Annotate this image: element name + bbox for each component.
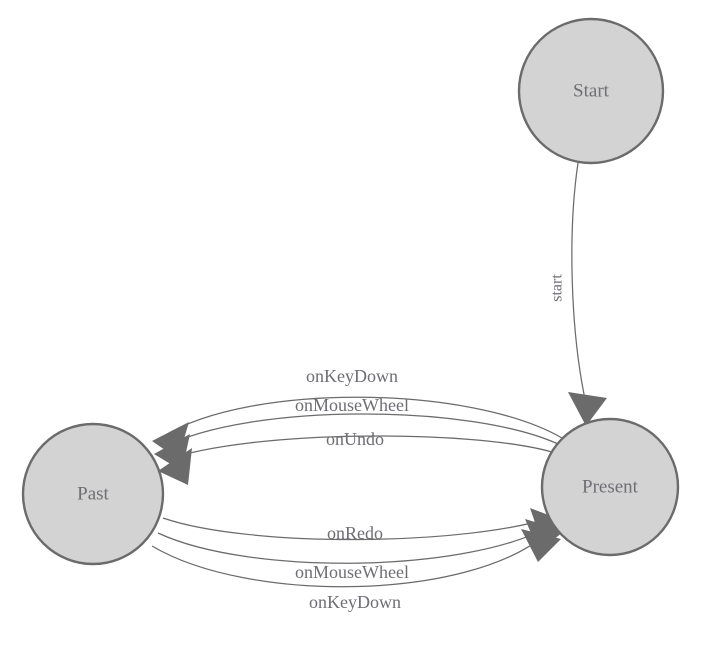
- edge-present-to-past-onundo-arrowhead: [158, 448, 192, 485]
- edge-label-past-to-present-onkeydown: onKeyDown: [309, 592, 401, 612]
- edge-past-to-present-onredo-path: [162, 515, 557, 541]
- edge-past-to-present-onkeydown[interactable]: [151, 529, 561, 588]
- node-present-label: Present: [582, 476, 639, 497]
- edge-present-to-past-onundo[interactable]: [158, 435, 553, 485]
- node-start-label: Start: [573, 80, 610, 101]
- edge-start-to-present-path: [571, 162, 587, 405]
- node-past-circle: [21, 422, 165, 566]
- edge-label-present-to-past-onmousewheel: onMouseWheel: [295, 395, 409, 415]
- node-past-label: Past: [77, 483, 109, 504]
- edge-label-present-to-past-onundo: onUndo: [326, 429, 384, 449]
- edge-start-to-present-arrowhead: [568, 392, 607, 426]
- edge-label-past-to-present-onmousewheel: onMouseWheel: [295, 562, 409, 582]
- node-present[interactable]: Present: [540, 417, 680, 557]
- edge-label-start: start: [549, 274, 566, 302]
- edge-past-to-present-onkeydown-arrowhead: [521, 529, 561, 562]
- node-present-circle: [540, 417, 680, 557]
- node-start-circle: [517, 17, 665, 165]
- edge-past-to-present-onmousewheel-path: [157, 524, 553, 564]
- edge-present-to-past-onmousewheel-path: [163, 413, 559, 448]
- edge-label-present-to-past-onkeydown: onKeyDown: [306, 366, 398, 386]
- edge-start-to-present[interactable]: start: [549, 162, 607, 426]
- edge-label-past-to-present-onredo: onRedo: [327, 523, 383, 543]
- node-start[interactable]: Start: [517, 17, 665, 165]
- edge-past-to-present-onkeydown-path: [151, 533, 547, 588]
- edge-present-to-past-onkeydown-path: [163, 396, 563, 439]
- edge-present-to-past-onundo-path: [165, 435, 553, 461]
- node-past[interactable]: Past: [21, 422, 165, 566]
